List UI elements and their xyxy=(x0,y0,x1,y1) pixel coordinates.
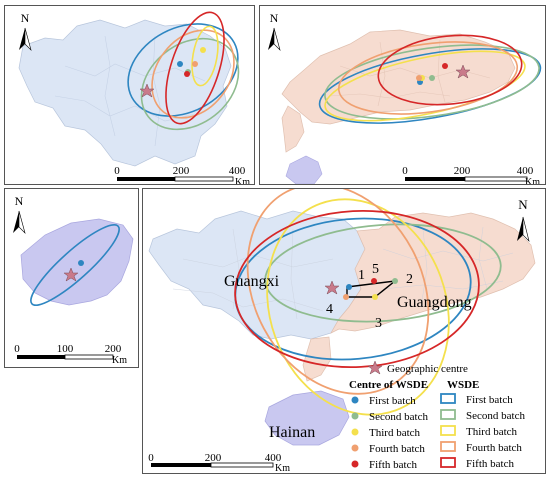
north-arrow xyxy=(19,27,32,52)
main-map: 1 2 3 4 5 Guangxi Guangdong Hainan N Geo… xyxy=(148,189,536,474)
scale-tick-0: 0 xyxy=(402,165,408,177)
centre-fourth xyxy=(416,75,422,81)
scale-unit: Km xyxy=(235,177,250,185)
wsde-fifth-ellipse xyxy=(234,209,480,369)
centre-fourth xyxy=(192,61,198,67)
guangdong-map-panel: N 0 200 400 Km xyxy=(259,5,546,185)
legend-centre-header: Centre of WSDE xyxy=(349,379,428,391)
centre-third xyxy=(200,47,206,53)
scale-tick-1: 200 xyxy=(454,165,471,177)
wsde-fifth-ellipse xyxy=(165,11,225,125)
legend-second-wsde: Second batch xyxy=(466,410,525,422)
legend-fifth-wsde: Fifth batch xyxy=(466,458,514,470)
scale-unit: Km xyxy=(525,177,540,185)
wsde-second-ellipse xyxy=(140,37,240,131)
legend-star-icon xyxy=(367,360,383,375)
scale-tick-1: 100 xyxy=(57,343,74,355)
legend-geographic-centre: Geographic centre xyxy=(387,363,468,375)
leizhou-peninsula xyxy=(281,105,305,153)
scale-tick-0: 0 xyxy=(148,452,154,464)
wsde-fourth-ellipse xyxy=(246,189,430,395)
guangdong-region xyxy=(281,29,516,125)
geographic-centre-star xyxy=(455,64,471,79)
scale-tick-2: 400 xyxy=(229,165,246,177)
guangxi-map: N 0 200 400 Km xyxy=(18,11,250,185)
centre-fifth xyxy=(371,278,377,284)
hainan-map: N 0 100 200 Km xyxy=(13,194,134,366)
centre-first xyxy=(346,284,352,290)
guangdong-map: N 0 200 400 Km xyxy=(268,11,542,185)
scale-unit: Km xyxy=(112,355,127,366)
scale-bar xyxy=(405,176,528,182)
hainan-region xyxy=(20,218,134,306)
scale-tick-1: 200 xyxy=(205,452,222,464)
north-arrow xyxy=(268,27,281,52)
centre-fifth xyxy=(442,63,448,69)
centre-first xyxy=(78,260,84,266)
scale-tick-2: 200 xyxy=(105,343,122,355)
region-label-hainan: Hainan xyxy=(269,424,315,441)
legend-wsde-header: WSDE xyxy=(447,379,479,391)
point-label-1: 1 xyxy=(358,268,365,283)
legend-fourth-wsde: Fourth batch xyxy=(466,442,522,454)
legend-fourth-centre: Fourth batch xyxy=(369,443,425,455)
point-label-2: 2 xyxy=(406,272,413,287)
wsde-third-ellipse xyxy=(191,25,219,87)
north-label: N xyxy=(21,11,30,25)
wsde-third-ellipse xyxy=(266,198,450,416)
scale-bar xyxy=(151,462,274,468)
north-arrow xyxy=(13,210,26,235)
north-label: N xyxy=(518,197,528,212)
wsde-third-ellipse xyxy=(324,50,526,122)
leizhou-peninsula xyxy=(302,336,332,382)
main-map-panel: 1 2 3 4 5 Guangxi Guangdong Hainan N Geo… xyxy=(142,188,546,474)
north-arrow xyxy=(517,216,530,242)
wsde-fifth-ellipse xyxy=(377,34,523,106)
centre-fifth xyxy=(184,71,190,77)
legend-second-centre: Second batch xyxy=(369,411,428,423)
centre-third xyxy=(372,294,378,300)
scale-unit: Km xyxy=(275,463,290,474)
wsde-fourth-ellipse xyxy=(337,41,519,115)
hainan-outline xyxy=(285,155,323,184)
hainan-region xyxy=(264,390,350,446)
wsde-second-ellipse xyxy=(264,223,502,323)
legend-first-centre: First batch xyxy=(369,395,416,407)
scale-tick-1: 200 xyxy=(173,165,190,177)
wsde-second-ellipse xyxy=(324,44,540,120)
centre-second xyxy=(392,278,398,284)
scale-bar xyxy=(117,176,234,182)
geographic-centre-star xyxy=(139,83,155,98)
scale-bar xyxy=(17,354,114,360)
guangxi-region xyxy=(18,19,232,167)
scale-tick-2: 400 xyxy=(265,452,282,464)
scale-tick-2: 400 xyxy=(517,165,534,177)
legend: Geographic centre Centre of WSDE WSDE Fi… xyxy=(349,360,525,471)
legend-fifth-centre: Fifth batch xyxy=(369,459,417,471)
legend-third-centre: Third batch xyxy=(369,427,421,439)
wsde-first-ellipse xyxy=(318,48,542,124)
centre-fourth xyxy=(343,294,349,300)
guangxi-map-panel: N 0 200 400 Km xyxy=(4,5,255,185)
legend-first-wsde: First batch xyxy=(466,394,513,406)
geographic-centre-star xyxy=(324,280,340,295)
hainan-map-panel: N 0 100 200 Km xyxy=(4,188,139,368)
centre-first xyxy=(177,61,183,67)
north-label: N xyxy=(270,11,279,25)
scale-tick-0: 0 xyxy=(14,343,20,355)
point-label-5: 5 xyxy=(372,262,379,277)
geographic-centre-star xyxy=(63,267,79,282)
region-label-guangxi: Guangxi xyxy=(224,273,280,290)
point-label-4: 4 xyxy=(326,302,333,317)
point-label-3: 3 xyxy=(375,316,382,331)
centre-second xyxy=(429,75,435,81)
legend-third-wsde: Third batch xyxy=(466,426,518,438)
north-label: N xyxy=(15,194,24,208)
wsde-fourth-ellipse xyxy=(151,29,235,119)
scale-tick-0: 0 xyxy=(114,165,120,177)
wsde-first-ellipse xyxy=(30,224,120,306)
region-label-guangdong: Guangdong xyxy=(397,294,472,311)
